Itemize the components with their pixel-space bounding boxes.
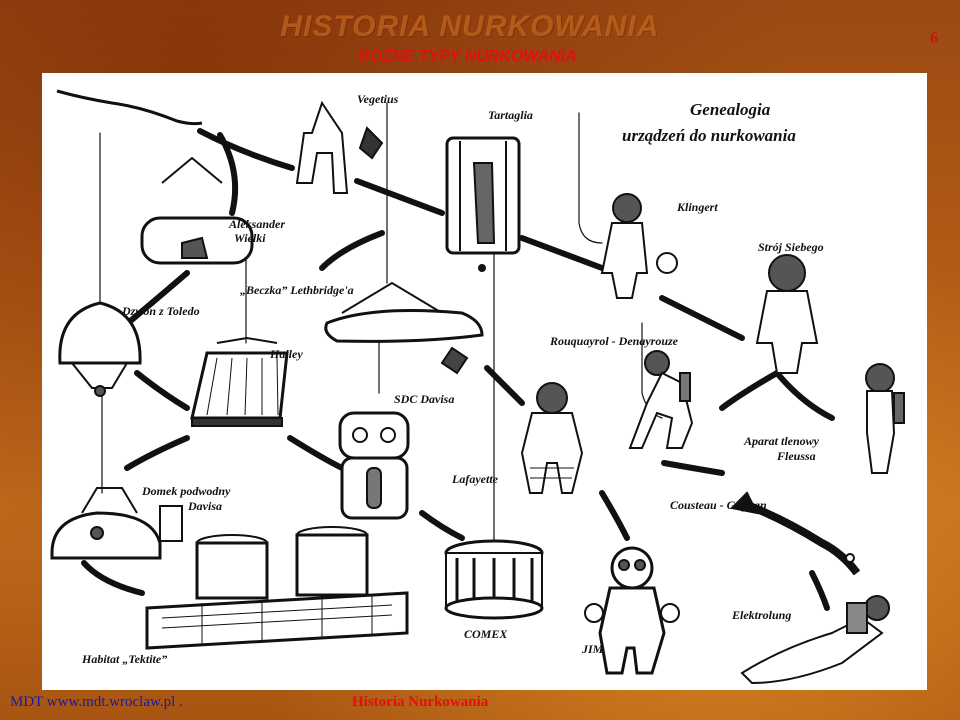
toledo-bell-icon [58,301,142,397]
label-aleksander-2: Wielki [234,231,266,245]
diving-devices [50,89,905,685]
slide-title: HISTORIA NURKOWANIA [280,10,660,43]
connector-halley-sdc [287,435,345,471]
footer-title: Historia Nurkowania [352,694,489,710]
label-dzwon: Dzwon z Toledo [121,304,200,318]
diagram-canvas: Genealogia urządzeń do nurkowania Vegeti… [50,89,905,685]
heading-line-2: urządzeń do nurkowania [622,126,796,145]
page-number: 6 [930,30,938,47]
halley-bell-icon [190,336,289,427]
connector-siebe-aparat [719,369,835,421]
heading-line-1: Genealogia [690,100,771,119]
label-habitat: Habitat „Tektite” [81,652,167,666]
aleksander-barrel-icon [140,156,254,265]
connector-rouquayrol-cousteau [661,460,725,476]
connector-lafayette-jim [599,490,630,541]
label-lafayette: Lafayette [451,472,499,486]
connector-diver-aleksander [217,132,239,216]
label-stroj-siebego: Strój Siebego [758,240,824,254]
label-klingert: Klingert [676,200,718,214]
label-sdc-davisa: SDC Davisa [394,392,454,406]
label-vegetius: Vegetius [357,92,399,106]
comex-chamber-icon [444,539,544,620]
connector-domek-habitat [81,560,145,596]
label-aparat-1: Aparat tlenowy [743,434,820,448]
sdc-davisa-chamber-icon [338,411,410,520]
rouquayrol-diver-icon [628,350,694,449]
label-aleksander-1: Aleksander [228,217,285,231]
label-beczka: „Beczka” Lethbridge'a [240,283,354,297]
davis-habitat-icon [50,487,183,560]
fleuss-rebreather-diver-icon [865,363,905,474]
label-tartaglia: Tartaglia [488,108,533,122]
siebe-diver-icon [755,254,819,374]
label-comex: COMEX [464,627,508,641]
connector-sdc-comex [419,510,465,541]
connector-klingert-siebe [659,295,745,341]
klingert-diver-icon [600,193,678,299]
footer-link[interactable]: MDT www.mdt.wroclaw.pl . [10,694,183,710]
label-elektrolung: Elektrolung [731,608,791,622]
connector-lines [81,102,835,611]
hose-klingert [578,112,603,244]
cousteau-scuba-diver-icon [729,491,861,576]
label-jim: JIM [581,642,604,656]
label-aparat-2: Fleussa [776,449,816,463]
label-rouquayrol: Rouquayrol - Denayrouze [549,334,679,348]
lafayette-diver-icon [520,382,584,494]
connector-dzwon-halley [134,370,190,411]
label-domek-2: Davisa [187,499,222,513]
connector-tartaglia-klingert [519,235,605,271]
diagram-labels: Genealogia urządzeń do nurkowania Vegeti… [81,92,824,666]
jim-atmospheric-suit-icon [584,546,680,675]
genealogy-diagram: Genealogia urządzeń do nurkowania Vegeti… [42,73,927,690]
tektite-habitat-icon [145,526,409,650]
connector-diver-vegetius [197,128,295,171]
connector-aleksander-dzwon [119,270,190,331]
connector-tartaglia-beczka [319,230,385,271]
label-domek-1: Domek podwodny [141,484,231,498]
vegetius-diver-icon [295,100,384,194]
connector-vegetius-tartaglia [354,178,445,216]
connector-beczka-lafayette [484,365,525,406]
label-cousteau: Cousteau - Gagnan [670,498,767,512]
freediver-icon [56,89,203,126]
tartaglia-cylinder-icon [445,136,521,272]
connector-halley-domek [124,435,190,471]
connector-cousteau-elektrolung [809,570,830,611]
lethbridge-barrel-icon [324,281,484,375]
slide-subtitle: RÓŻNE TYPY NURKOWANIA [358,48,577,65]
label-halley: Halley [269,347,303,361]
elektrolung-diver-icon [740,595,890,685]
